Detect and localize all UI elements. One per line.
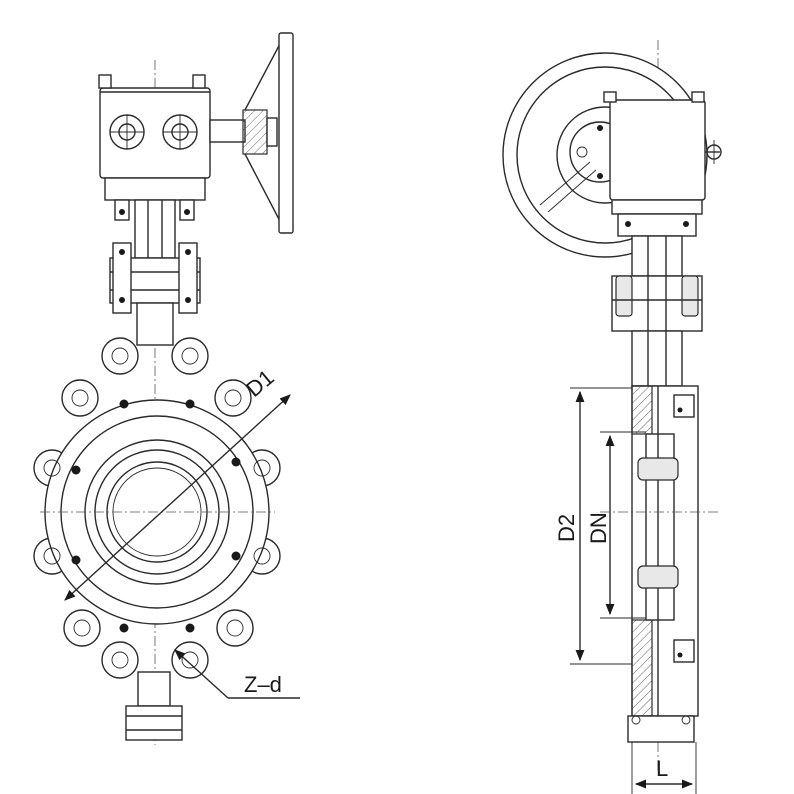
gearbox-side (603, 91, 722, 237)
zd-leader: Z–d (174, 649, 300, 699)
valve-body-side (600, 385, 720, 743)
neck-side (611, 235, 703, 387)
side-view: D2 DN L (502, 40, 722, 794)
dn-dimension: DN (586, 431, 646, 619)
d2-label: D2 (554, 514, 579, 542)
gearbox-port-left (109, 114, 145, 150)
l-dimension: L (631, 742, 697, 794)
handwheel-front (209, 32, 294, 234)
front-view: D1 Z–d (33, 32, 300, 745)
neck-front (109, 199, 201, 346)
gearbox-port-right (162, 114, 198, 150)
d2-dimension: D2 (554, 387, 632, 665)
l-label: L (656, 756, 668, 781)
dn-label: DN (586, 512, 611, 544)
gearbox-front (98, 74, 211, 221)
zd-label: Z–d (244, 672, 282, 697)
